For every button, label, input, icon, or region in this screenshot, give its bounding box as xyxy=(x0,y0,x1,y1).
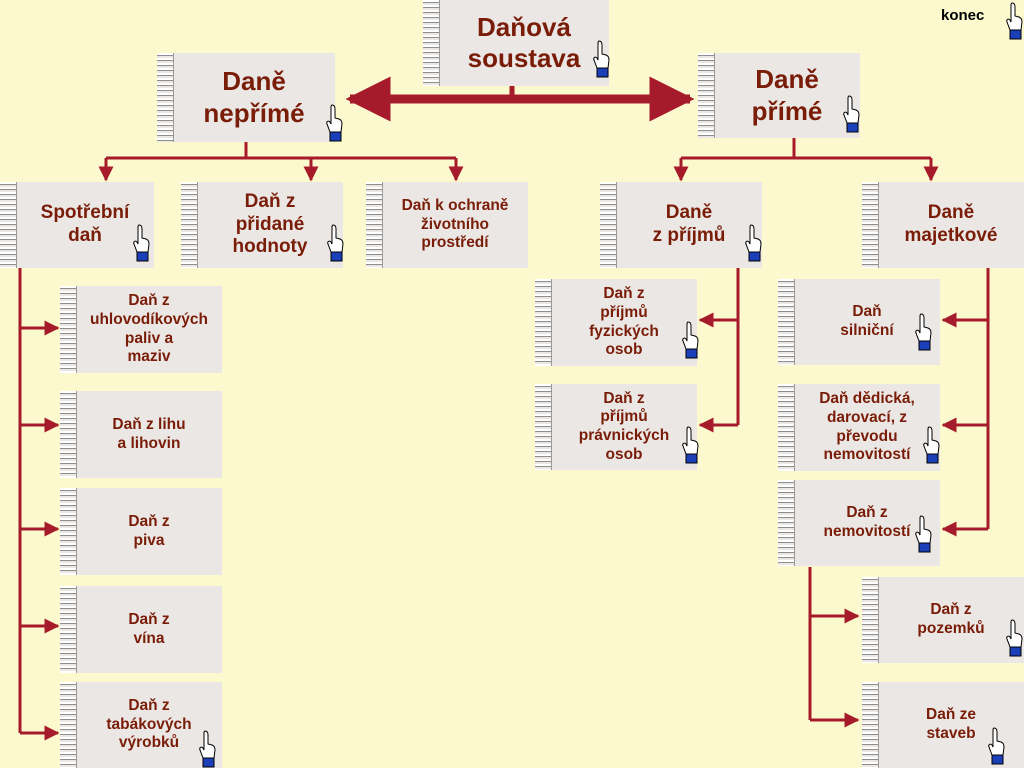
node-silnicni[interactable]: Daň silniční xyxy=(778,279,940,365)
pointing-hand-icon[interactable] xyxy=(842,95,860,133)
notebook-binding xyxy=(157,53,174,142)
notebook-binding xyxy=(60,488,77,575)
node-po[interactable]: Daň z příjmů právnických osob xyxy=(535,384,697,470)
node-label: Daň z pozemků xyxy=(917,601,985,637)
pointing-hand-icon[interactable] xyxy=(325,104,343,142)
node-label: Daň dědická, darovací, z převodu nemovit… xyxy=(819,390,915,464)
node-neprime[interactable]: Daně nepřímé xyxy=(157,53,335,142)
notebook-binding xyxy=(0,182,17,268)
node-label: Daň z přidané hodnoty xyxy=(232,190,308,258)
pointing-hand-icon[interactable] xyxy=(132,224,150,262)
notebook-binding xyxy=(778,279,795,365)
pointing-hand-icon[interactable] xyxy=(326,224,344,262)
node-dph[interactable]: Daň z přidané hodnoty xyxy=(181,182,343,268)
notebook-binding xyxy=(60,682,77,768)
notebook-binding xyxy=(778,480,795,566)
node-label: Daň z uhlovodíkových paliv a maziv xyxy=(90,292,208,366)
node-dedicka[interactable]: Daň dědická, darovací, z převodu nemovit… xyxy=(778,384,940,471)
node-label: Daň k ochraně životního prostředí xyxy=(401,197,509,252)
node-spotrebni[interactable]: Spotřební daň xyxy=(0,182,154,268)
node-label: Daň z tabákových výrobků xyxy=(106,697,192,752)
pointing-hand-icon[interactable] xyxy=(914,515,932,553)
node-label: Daň z lihu a lihovin xyxy=(112,415,186,452)
node-label: Daň z příjmů fyzických osob xyxy=(589,285,659,359)
pointing-hand-icon[interactable] xyxy=(592,40,610,78)
node-lih[interactable]: Daň z lihu a lihovin xyxy=(60,391,222,478)
node-label: Daň z vína xyxy=(128,610,170,647)
notebook-binding xyxy=(600,182,617,268)
node-label: Daně majetkové xyxy=(904,202,998,246)
node-label: Daňová soustava xyxy=(467,11,581,73)
pointing-hand-icon[interactable] xyxy=(987,727,1005,765)
notebook-binding xyxy=(778,384,795,471)
pointing-hand-icon[interactable] xyxy=(744,224,762,262)
node-pivo[interactable]: Daň z piva xyxy=(60,488,222,575)
node-paliva[interactable]: Daň z uhlovodíkových paliv a maziv xyxy=(60,286,222,373)
pointing-hand-icon[interactable] xyxy=(1005,619,1023,657)
notebook-binding xyxy=(181,182,198,268)
node-label: Daně nepřímé xyxy=(203,66,305,128)
notebook-binding xyxy=(862,182,879,268)
pointing-hand-icon[interactable] xyxy=(1005,2,1023,40)
node-fo[interactable]: Daň z příjmů fyzických osob xyxy=(535,279,697,366)
notebook-binding xyxy=(862,577,879,663)
node-prime[interactable]: Daně přímé xyxy=(698,53,860,138)
node-root[interactable]: Daňová soustava xyxy=(423,0,609,86)
node-label: Daň silniční xyxy=(840,303,894,339)
pointing-hand-icon[interactable] xyxy=(198,730,216,768)
notebook-binding xyxy=(698,53,715,138)
node-tabak[interactable]: Daň z tabákových výrobků xyxy=(60,682,222,768)
notebook-binding xyxy=(366,182,383,268)
node-label: Daně přímé xyxy=(751,64,823,126)
notebook-binding xyxy=(862,682,879,768)
node-label: Daň z příjmů právnických osob xyxy=(578,389,670,463)
node-vino[interactable]: Daň z vína xyxy=(60,586,222,673)
notebook-binding xyxy=(535,384,552,470)
notebook-binding xyxy=(60,286,77,373)
pointing-hand-icon[interactable] xyxy=(681,426,699,464)
pointing-hand-icon[interactable] xyxy=(681,321,699,359)
notebook-binding xyxy=(60,586,77,673)
node-label: Daně z příjmů xyxy=(652,202,726,246)
node-ekologicka[interactable]: Daň k ochraně životního prostředí xyxy=(366,182,528,268)
node-label: Daň z nemovitostí xyxy=(823,504,911,540)
node-label: Spotřební daň xyxy=(40,202,130,246)
node-label: Daň z piva xyxy=(128,512,170,549)
node-majetkove[interactable]: Daně majetkové xyxy=(862,182,1024,268)
notebook-binding xyxy=(423,0,440,86)
node-label: Daň ze staveb xyxy=(926,706,976,742)
pointing-hand-icon[interactable] xyxy=(922,426,940,464)
notebook-binding xyxy=(60,391,77,478)
node-z-prijmu[interactable]: Daně z příjmů xyxy=(600,182,762,268)
node-nemovitosti[interactable]: Daň z nemovitostí xyxy=(778,480,940,566)
pointing-hand-icon[interactable] xyxy=(914,313,932,351)
node-pozemky[interactable]: Daň z pozemků xyxy=(862,577,1024,663)
notebook-binding xyxy=(535,279,552,366)
exit-link[interactable]: konec xyxy=(941,7,985,24)
